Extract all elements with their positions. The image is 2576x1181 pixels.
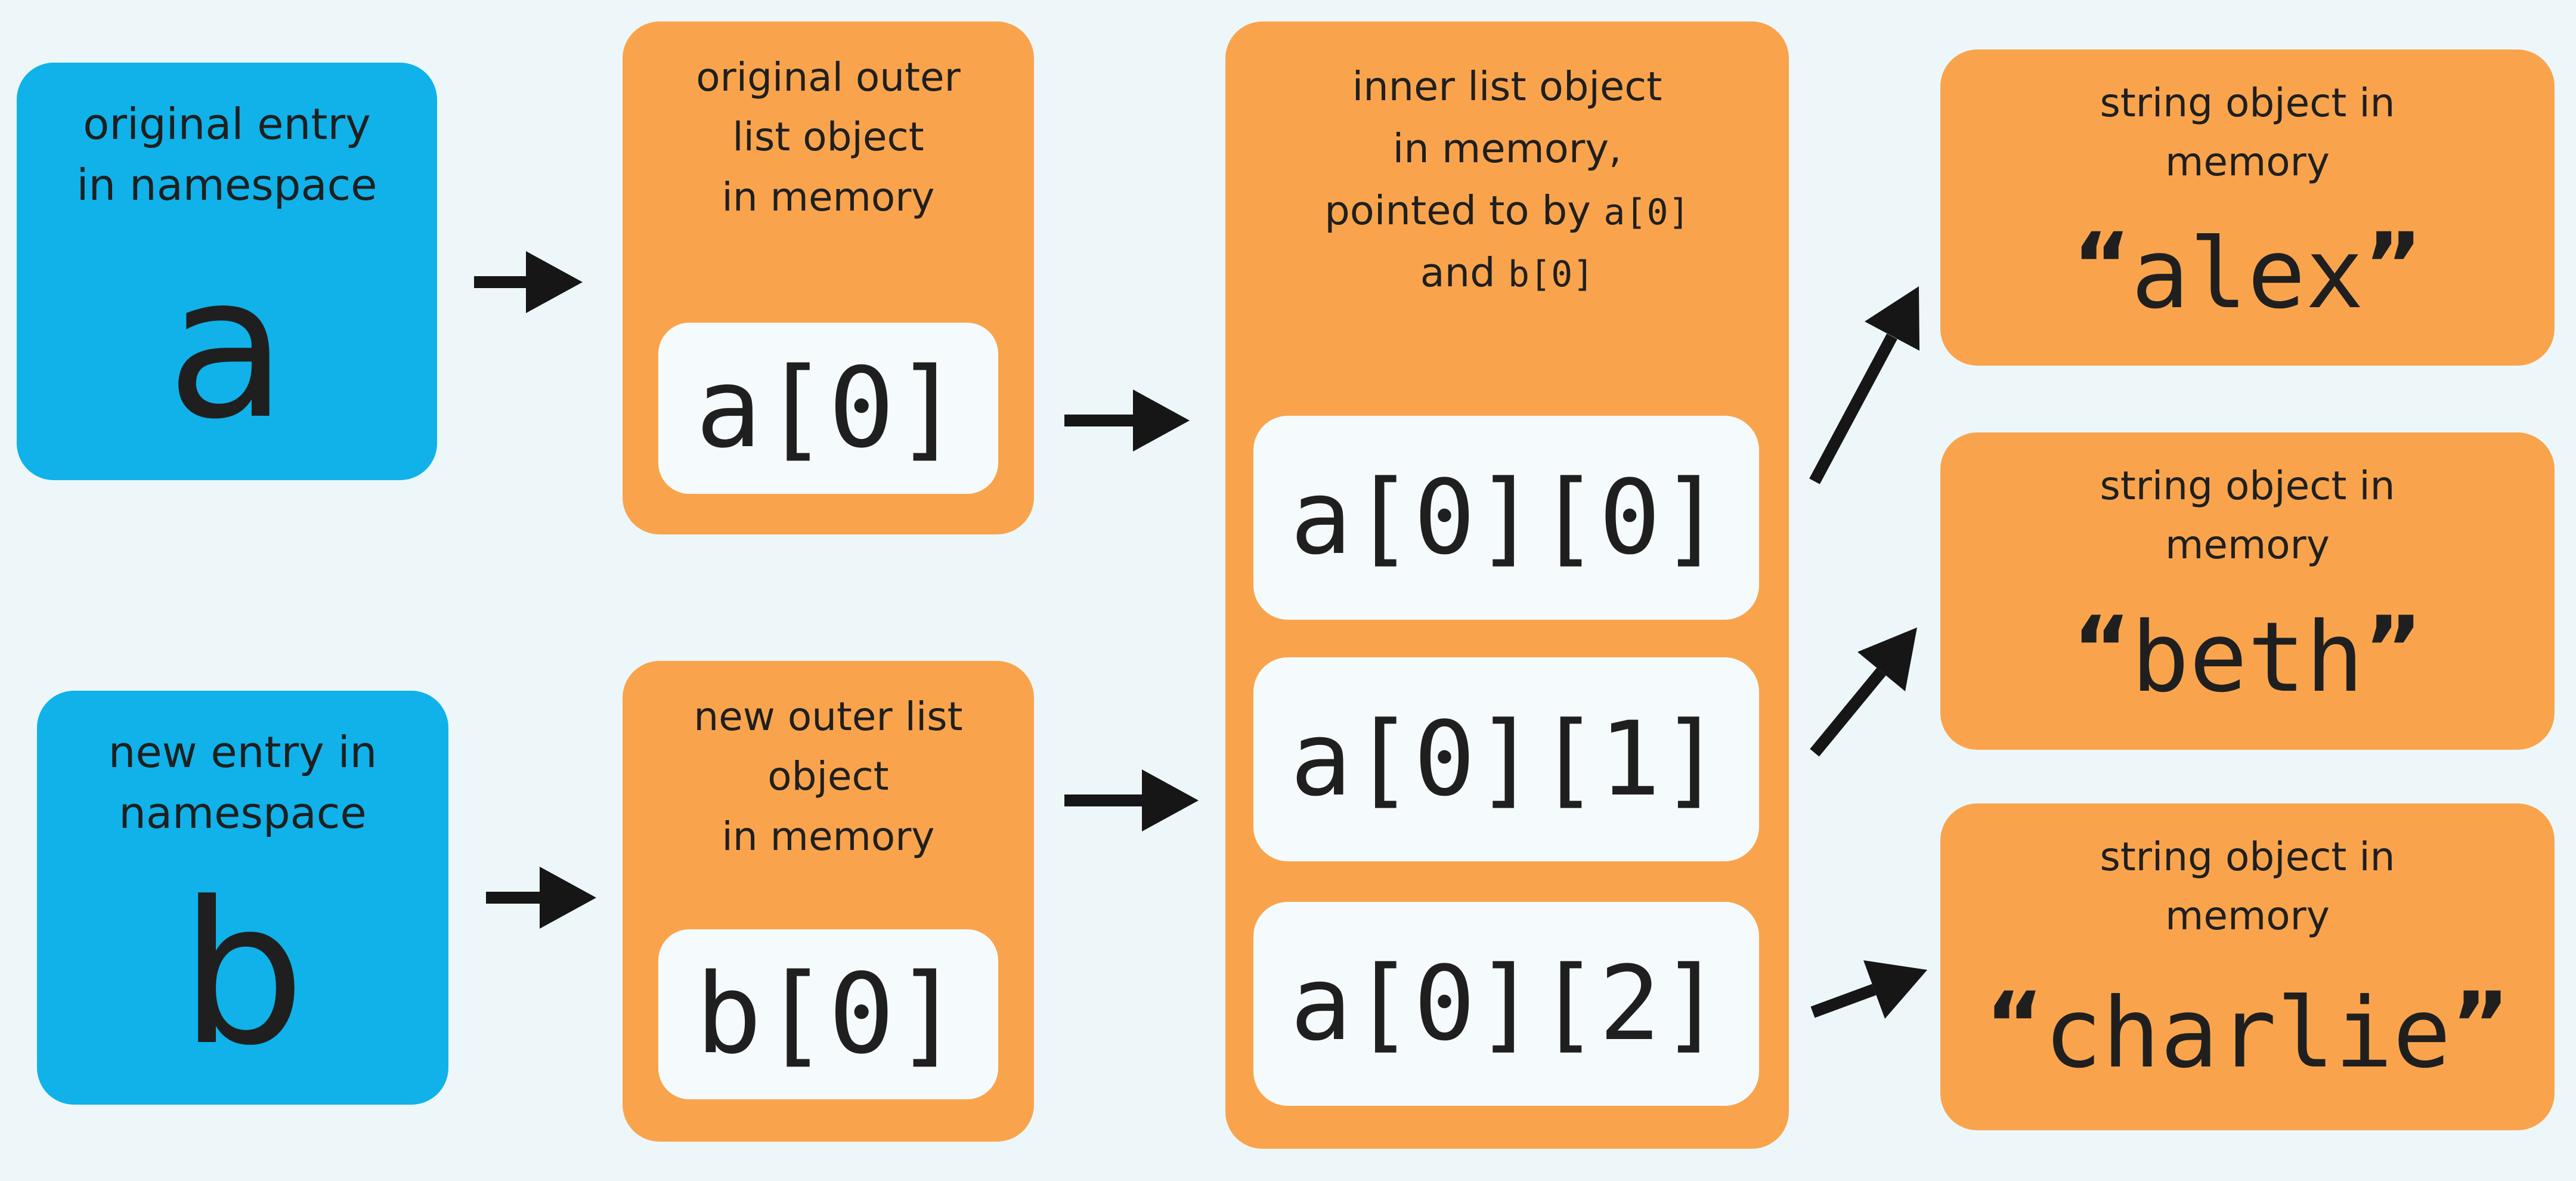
namespace-symbol-wrap: a <box>17 215 437 480</box>
string-box-charlie: string object in memory “charlie” <box>1940 803 2555 1130</box>
label-line: original outer <box>696 54 961 100</box>
string-value-wrap: “beth” <box>1940 566 2555 750</box>
label-line: in namespace <box>76 160 377 211</box>
code-text: a[0][1] <box>1290 699 1723 819</box>
inline-code: a[0] <box>1603 191 1690 233</box>
string-value-wrap: “alex” <box>1940 183 2555 366</box>
outer-list-label: original outer list object in memory <box>696 48 961 227</box>
inner-list-header: inner list object in memory, pointed to … <box>1324 56 1689 304</box>
code-chip-b0: b[0] <box>658 929 998 1099</box>
open-quote: “ <box>2072 214 2131 318</box>
label-line: memory <box>2165 522 2330 568</box>
string-value: charlie <box>2044 978 2451 1090</box>
namespace-box-a: original entry in namespace a <box>17 63 437 480</box>
label-line: inner list object <box>1352 63 1662 110</box>
namespace-symbol-b: b <box>180 860 305 1089</box>
string-label: string object in memory <box>2100 73 2395 191</box>
code-chip-a0: a[0] <box>658 323 998 494</box>
arrow-b-to-outer-list-b <box>486 867 596 929</box>
label-line: in memory, <box>1392 125 1622 172</box>
arrow-outer-a-to-inner-list <box>1064 389 1190 452</box>
label-line: new entry in <box>108 727 377 777</box>
string-value: alex <box>2131 218 2364 330</box>
namespace-label: original entry in namespace <box>77 94 377 215</box>
string-box-alex: string object in memory “alex” <box>1940 50 2555 366</box>
open-quote: “ <box>2072 598 2131 701</box>
arrow-slot0-to-alex <box>1809 286 1919 484</box>
open-quote: “ <box>1985 973 2044 1077</box>
arrow-slot2-to-charlie <box>1810 960 1927 1019</box>
string-label: string object in memory <box>2100 456 2395 574</box>
arrow-outer-b-to-inner-list <box>1064 769 1199 831</box>
arrow-a-to-outer-list-a <box>474 251 583 313</box>
label-line: memory <box>2165 139 2330 185</box>
label-line: pointed to by a[0] <box>1324 187 1690 234</box>
label-line: object <box>767 753 889 800</box>
outer-list-box-a: original outer list object in memory a[0… <box>623 21 1034 534</box>
label-line: namespace <box>119 788 367 839</box>
label-line: original entry <box>83 99 371 149</box>
namespace-box-b: new entry in namespace b <box>37 691 448 1105</box>
close-quote: ” <box>2451 973 2510 1077</box>
list-slot-a01: a[0][1] <box>1253 657 1759 861</box>
label-line: in memory <box>722 813 935 860</box>
label-line: and b[0] <box>1420 249 1594 296</box>
string-value-wrap: “charlie” <box>1940 937 2555 1130</box>
code-text: a[0][0] <box>1290 457 1723 577</box>
code-text: a[0] <box>695 344 961 472</box>
outer-list-label: new outer list object in memory <box>693 687 962 867</box>
close-quote: ” <box>2364 214 2423 318</box>
close-quote: ” <box>2364 598 2423 701</box>
label-line: string object in <box>2100 834 2395 880</box>
inner-list-box: inner list object in memory, pointed to … <box>1225 21 1789 1149</box>
label-line: string object in <box>2100 463 2395 509</box>
inline-code: b[0] <box>1507 253 1594 295</box>
code-text: a[0][2] <box>1290 944 1723 1063</box>
list-slot-a02: a[0][2] <box>1253 902 1759 1106</box>
outer-list-box-b: new outer list object in memory b[0] <box>623 661 1034 1142</box>
namespace-symbol-wrap: b <box>37 843 448 1105</box>
label-line: memory <box>2165 893 2330 939</box>
label-line: string object in <box>2100 80 2395 126</box>
label-line: new outer list <box>693 694 963 740</box>
string-box-beth: string object in memory “beth” <box>1940 432 2555 750</box>
label-line: in memory <box>722 174 935 220</box>
namespace-symbol-a: a <box>166 233 287 463</box>
string-value: beth <box>2131 602 2364 714</box>
code-text: b[0] <box>695 950 961 1078</box>
list-slot-a00: a[0][0] <box>1253 416 1759 620</box>
arrow-slot1-to-beth <box>1810 627 1917 757</box>
string-label: string object in memory <box>2100 827 2395 945</box>
label-line: list object <box>732 114 924 160</box>
namespace-label: new entry in namespace <box>109 722 377 843</box>
